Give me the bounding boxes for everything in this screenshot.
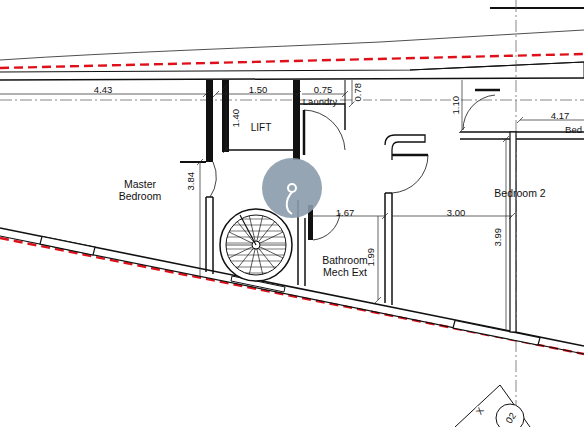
dimension: 3.84 bbox=[186, 172, 196, 191]
dimension: 1.10 bbox=[451, 96, 461, 115]
stair-tread bbox=[260, 245, 286, 246]
stair-tread bbox=[257, 249, 263, 274]
dimension: 3.99 bbox=[493, 228, 503, 247]
dimension: 4.43 bbox=[94, 85, 113, 95]
stair-tread bbox=[237, 248, 253, 268]
dimension: 0.78 bbox=[353, 83, 363, 102]
dimension: 3.00 bbox=[447, 208, 466, 218]
stair-tread bbox=[229, 232, 252, 243]
stair-tread bbox=[260, 232, 283, 243]
room-name: Bathroom Mech Ext bbox=[317, 255, 373, 278]
stair-tread bbox=[260, 247, 283, 258]
room-name: LIFT bbox=[251, 122, 272, 133]
room-name: Bed bbox=[565, 125, 582, 135]
dimension: 1.67 bbox=[336, 208, 355, 218]
stair-tread bbox=[258, 222, 274, 242]
dimension: 1.40 bbox=[231, 109, 241, 128]
stair-tread bbox=[229, 247, 252, 258]
room-name: Bedroom 2 bbox=[494, 188, 545, 200]
dimension: 4.17 bbox=[551, 111, 570, 121]
room-name: Master Bedroom bbox=[110, 179, 170, 202]
room-name: Laundry bbox=[303, 97, 337, 107]
dimension: 1.50 bbox=[249, 85, 268, 95]
stair-tread bbox=[226, 245, 252, 246]
dimension: 0.75 bbox=[314, 85, 333, 95]
section-mark: X bbox=[474, 405, 486, 416]
